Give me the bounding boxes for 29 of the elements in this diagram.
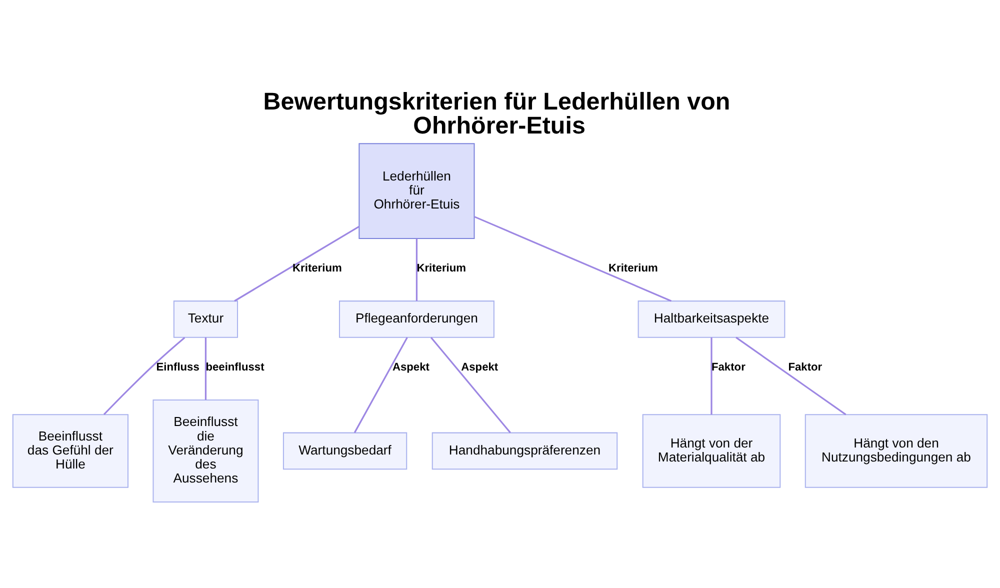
connector — [430, 336, 511, 433]
edge-label: Kriterium — [608, 262, 658, 274]
edge-label: Einfluss — [156, 361, 200, 374]
node-box: Handhabungspräferenzen — [432, 432, 618, 470]
connector — [354, 336, 408, 433]
connector — [710, 336, 712, 414]
node-box: Textur — [173, 300, 238, 338]
edge-label: Aspekt — [461, 361, 498, 374]
edge-label: Faktor — [712, 361, 746, 374]
connector — [736, 336, 846, 415]
edge-label: Kriterium — [416, 262, 466, 274]
node-box: Hängt von der Materialqualität ab — [642, 414, 781, 488]
edge-label: beeinflusst — [206, 361, 264, 374]
node-box: Hängt von den Nutzungsbedingungen ab — [804, 414, 988, 488]
connector — [234, 225, 360, 302]
edge-label: Aspekt — [392, 361, 430, 374]
connector — [474, 216, 672, 302]
edge-label: Kriterium — [292, 262, 342, 274]
edge-label: Faktor — [788, 361, 822, 374]
connector — [204, 336, 207, 400]
connector — [103, 336, 186, 414]
node-box: Beeinflusst die Veränderung des Aussehens — [152, 399, 259, 502]
connector — [416, 238, 418, 300]
node-box: Pflegeanforderungen — [338, 300, 494, 338]
node-box: Wartungsbedarf — [282, 432, 408, 470]
node-box: Lederhüllen für Ohrhörer-Etuis — [358, 142, 475, 238]
node-box: Haltbarkeitsaspekte — [638, 300, 786, 338]
diagram-title: Bewertungskriterien für Lederhüllen von Ohrhörer-Etuis — [263, 88, 730, 140]
node-box: Beeinflusst das Gefühl der Hülle — [12, 414, 128, 488]
